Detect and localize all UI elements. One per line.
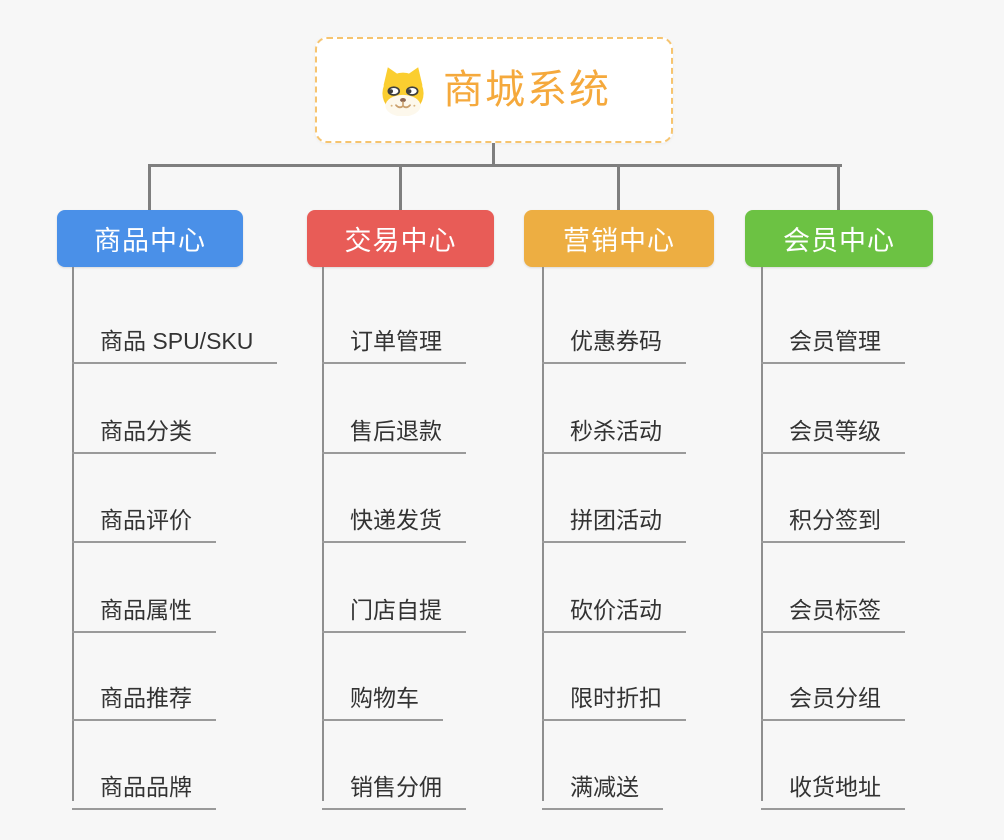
leaf-node[interactable]: 商品推荐 bbox=[72, 662, 216, 721]
leaf-node[interactable]: 商品属性 bbox=[72, 574, 216, 633]
leaf-node[interactable]: 限时折扣 bbox=[542, 662, 686, 721]
leaf-node[interactable]: 会员标签 bbox=[761, 574, 905, 633]
connector-drop-trade bbox=[399, 164, 402, 210]
leaf-node[interactable]: 拼团活动 bbox=[542, 484, 686, 543]
connector-root-stub bbox=[492, 143, 495, 166]
branch-node-trade-center[interactable]: 交易中心 bbox=[307, 210, 494, 267]
leaf-node[interactable]: 满减送 bbox=[542, 751, 663, 810]
branch-node-goods-center[interactable]: 商品中心 bbox=[57, 210, 243, 267]
branch-spine bbox=[72, 267, 74, 801]
leaf-node[interactable]: 商品 SPU/SKU bbox=[72, 305, 278, 364]
leaf-node[interactable]: 订单管理 bbox=[322, 305, 466, 364]
leaf-node[interactable]: 会员等级 bbox=[761, 395, 905, 454]
connector-drop-goods bbox=[148, 164, 151, 210]
branch-spine bbox=[542, 267, 544, 801]
leaf-node[interactable]: 商品品牌 bbox=[72, 751, 216, 810]
leaf-node[interactable]: 销售分佣 bbox=[322, 751, 466, 810]
branch-spine bbox=[761, 267, 763, 801]
connector-drop-member bbox=[837, 164, 840, 210]
leaf-node[interactable]: 门店自提 bbox=[322, 574, 466, 633]
leaf-node[interactable]: 会员分组 bbox=[761, 662, 905, 721]
leaf-node[interactable]: 售后退款 bbox=[322, 395, 466, 454]
leaf-node[interactable]: 秒杀活动 bbox=[542, 395, 686, 454]
branch-label: 交易中心 bbox=[344, 226, 457, 256]
leaf-node[interactable]: 快递发货 bbox=[322, 484, 466, 543]
branch-node-marketing-center[interactable]: 营销中心 bbox=[524, 210, 714, 267]
branch-spine bbox=[322, 267, 324, 801]
connector-drop-marketing bbox=[617, 164, 620, 210]
branch-label: 商品中心 bbox=[94, 226, 206, 256]
branch-label: 会员中心 bbox=[783, 226, 895, 256]
branch-node-member-center[interactable]: 会员中心 bbox=[745, 210, 933, 267]
root-node-title: 商城系统 bbox=[443, 68, 611, 112]
leaf-node[interactable]: 商品评价 bbox=[72, 484, 216, 543]
leaf-node[interactable]: 优惠券码 bbox=[542, 305, 686, 364]
leaf-node[interactable]: 砍价活动 bbox=[542, 574, 686, 633]
leaf-node[interactable]: 购物车 bbox=[322, 662, 443, 721]
root-node-mall-system[interactable]: 商城系统 bbox=[315, 37, 673, 143]
dog-face-icon bbox=[382, 67, 424, 116]
leaf-node[interactable]: 积分签到 bbox=[761, 484, 905, 543]
leaf-node[interactable]: 会员管理 bbox=[761, 305, 905, 364]
leaf-node[interactable]: 商品分类 bbox=[72, 395, 216, 454]
leaf-node[interactable]: 收货地址 bbox=[761, 751, 905, 810]
connector-bus bbox=[148, 164, 842, 167]
branch-label: 营销中心 bbox=[563, 226, 675, 256]
